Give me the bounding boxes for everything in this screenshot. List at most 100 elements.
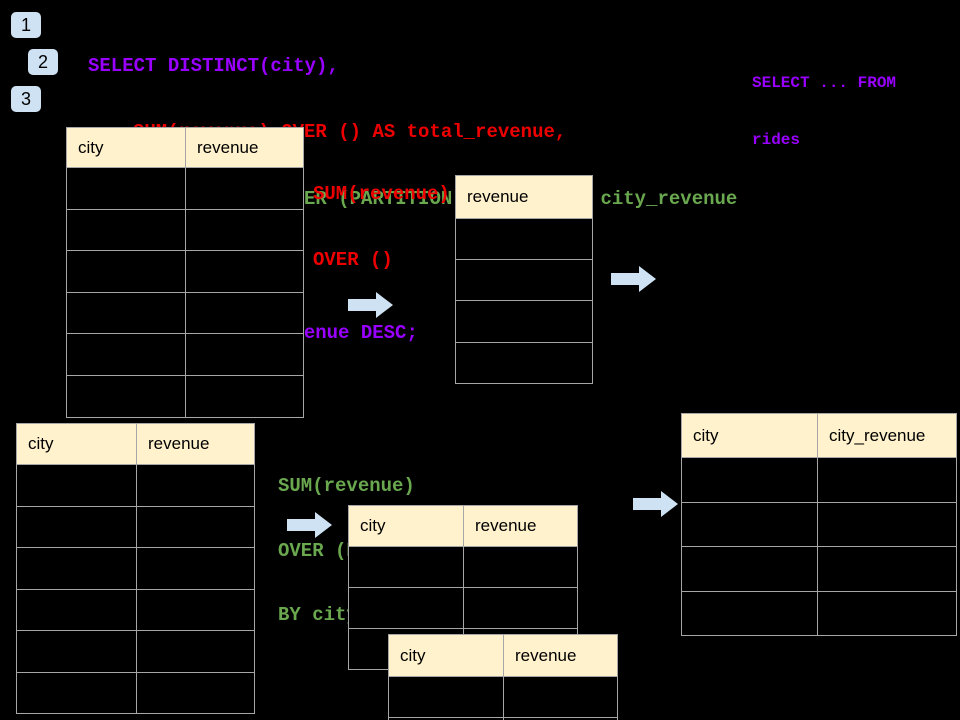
table-total-result: revenue — [455, 175, 593, 384]
table-cell — [817, 590, 957, 636]
arrow-right-icon — [348, 299, 376, 311]
table-row — [66, 291, 304, 335]
table-row — [388, 717, 618, 720]
table-cell — [817, 501, 957, 547]
table-row — [681, 457, 957, 503]
side-note: SELECT ... FROM rides — [752, 36, 896, 188]
step-badge-3: 3 — [11, 86, 41, 112]
table-cell — [388, 676, 504, 718]
table-row — [455, 300, 593, 343]
table-cell — [455, 259, 593, 302]
table-row — [681, 546, 957, 592]
table-row — [66, 333, 304, 376]
step-badge-2-label: 2 — [37, 51, 48, 72]
flow-arrow-total-step — [348, 292, 393, 318]
arrow-right-icon — [611, 273, 639, 285]
table-row — [681, 590, 957, 636]
table-cell — [66, 208, 186, 252]
step-badge-1: 1 — [11, 12, 41, 38]
column-header-revenue: revenue — [463, 505, 578, 547]
table-cell — [455, 217, 593, 261]
flow-arrow-total-out — [611, 266, 656, 292]
table-cell — [681, 501, 818, 547]
label-total-revenue-line-2: OVER () — [313, 249, 393, 271]
table-cell — [16, 671, 137, 714]
table-cell — [463, 546, 578, 588]
table-cell — [16, 464, 137, 507]
table-cell — [185, 291, 304, 335]
table-partition-overlay: city revenue — [388, 634, 618, 720]
table-final-result: city city_revenue — [681, 413, 957, 636]
column-header-revenue: revenue — [455, 175, 593, 219]
table-row — [16, 505, 255, 548]
column-header-city: city — [16, 423, 137, 465]
table-cell — [136, 630, 255, 673]
table-row — [16, 464, 255, 507]
table-row — [66, 374, 304, 418]
table-cell — [136, 671, 255, 714]
flow-arrow-final-out — [633, 491, 678, 517]
table-source-top: city revenue — [66, 127, 304, 418]
table-row — [455, 259, 593, 302]
side-note-line-1: SELECT ... FROM — [752, 74, 897, 92]
table-cell — [185, 250, 304, 293]
table-cell — [681, 457, 818, 503]
table-row — [66, 250, 304, 293]
table-cell — [348, 546, 464, 588]
table-row — [16, 547, 255, 590]
arrow-right-icon — [633, 498, 661, 510]
table-header-row: revenue — [455, 175, 593, 219]
table-cell — [681, 590, 818, 636]
table-cell — [817, 546, 957, 592]
table-cell — [817, 457, 957, 503]
table-cell — [503, 676, 618, 718]
table-cell — [348, 587, 464, 629]
label-city-revenue-line-1: SUM(revenue) — [278, 475, 415, 497]
table-cell — [681, 546, 818, 592]
table-cell — [16, 630, 137, 673]
table-row — [455, 217, 593, 261]
step-badge-1-label: 1 — [20, 14, 31, 35]
table-cell — [136, 464, 255, 507]
table-cell — [16, 588, 137, 631]
table-row — [681, 501, 957, 547]
table-cell — [136, 588, 255, 631]
step-badge-3-label: 3 — [20, 88, 31, 109]
table-cell — [463, 587, 578, 629]
table-row — [16, 588, 255, 631]
column-header-city: city — [66, 127, 186, 168]
table-cell — [185, 374, 304, 418]
arrow-right-icon — [287, 519, 315, 531]
table-header-row: city revenue — [348, 505, 578, 547]
table-cell — [136, 547, 255, 590]
table-row — [16, 630, 255, 673]
table-header-row: city revenue — [388, 634, 618, 677]
table-cell — [136, 505, 255, 548]
table-row — [348, 546, 578, 588]
column-header-city: city — [388, 634, 504, 677]
table-cell — [185, 208, 304, 252]
column-header-revenue: revenue — [503, 634, 618, 677]
table-header-row: city city_revenue — [681, 413, 957, 458]
table-cell — [16, 505, 137, 548]
table-cell — [66, 167, 186, 210]
table-cell — [66, 250, 186, 293]
table-row — [66, 208, 304, 252]
table-row — [66, 167, 304, 210]
label-total-revenue-line-1: SUM(revenue) — [313, 183, 450, 205]
table-row — [388, 676, 618, 718]
table-row — [16, 671, 255, 714]
column-header-revenue: revenue — [136, 423, 255, 465]
table-cell — [66, 333, 186, 376]
table-cell — [66, 291, 186, 335]
column-header-city: city — [681, 413, 818, 458]
table-source-bottom: city revenue — [16, 423, 255, 714]
column-header-revenue: revenue — [185, 127, 304, 168]
table-cell — [185, 333, 304, 376]
table-row — [348, 587, 578, 629]
table-header-row: city revenue — [16, 423, 255, 465]
sql-line-select: SELECT DISTINCT(city), — [88, 54, 339, 77]
table-cell — [455, 341, 593, 384]
table-cell — [503, 717, 618, 720]
table-cell — [16, 547, 137, 590]
